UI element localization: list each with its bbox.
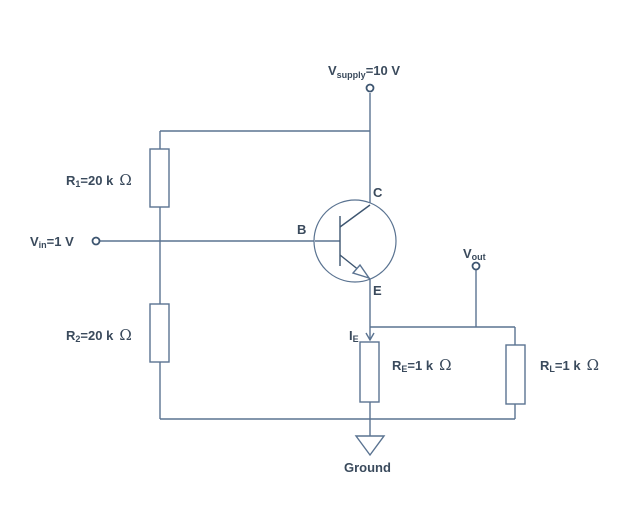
- ie-label: IE: [349, 328, 359, 344]
- vout-label: Vout: [463, 246, 486, 262]
- vout-terminal: [471, 261, 481, 271]
- resistor-r2: [149, 303, 170, 363]
- vin-terminal: [91, 236, 101, 246]
- emitter-arrow-icon: [351, 263, 371, 280]
- transistor-body: [313, 199, 397, 283]
- resistor-rl: [505, 344, 526, 405]
- vsupply-terminal: [365, 83, 375, 93]
- collector-label: C: [373, 185, 383, 200]
- emitter-label: E: [373, 283, 382, 298]
- ie-arrow-icon: [365, 332, 375, 342]
- wires: [100, 93, 516, 436]
- vsupply-label: Vsupply=10 V: [328, 63, 400, 80]
- base-label: B: [297, 222, 306, 237]
- ground-icon: [354, 435, 386, 457]
- collector-lead: [339, 204, 371, 228]
- resistor-r1: [149, 148, 170, 208]
- npn-transistor: [313, 199, 397, 283]
- vin-label: Vin=1 V: [30, 234, 74, 250]
- ground-label: Ground: [344, 460, 391, 475]
- resistor-re: [359, 341, 380, 403]
